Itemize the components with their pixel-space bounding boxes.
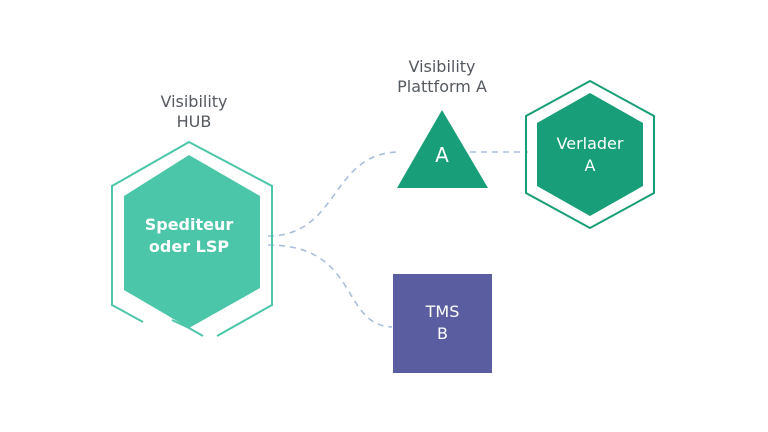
platform-caption: Visibility Plattform A <box>372 57 512 97</box>
tms-node[interactable] <box>393 274 492 373</box>
shipper-text-line2: A <box>584 156 596 175</box>
platform-caption-line2: Plattform A <box>397 77 487 96</box>
hub-caption-line1: Visibility <box>160 92 228 111</box>
shipper-outline <box>525 79 655 230</box>
tms-text: TMS B <box>393 301 492 345</box>
shipper-text: Verlader A <box>540 133 640 177</box>
edge-hub-tms <box>267 244 393 328</box>
hub-node[interactable] <box>124 155 260 328</box>
edge-hub-platform <box>267 151 401 237</box>
platform-node[interactable] <box>397 110 488 188</box>
hub-text: Spediteur oder LSP <box>129 214 249 258</box>
platform-text: A <box>412 143 472 167</box>
hub-text-line2: oder LSP <box>148 237 230 256</box>
platform-caption-line1: Visibility <box>408 57 476 76</box>
hub-caption-line2: HUB <box>176 112 212 131</box>
hub-caption: Visibility HUB <box>134 92 254 132</box>
tms-text-line1: TMS <box>425 302 460 321</box>
tms-text-line2: B <box>437 324 448 343</box>
platform-text-label: A <box>435 143 449 167</box>
hub-text-line1: Spediteur <box>144 215 234 234</box>
shipper-node[interactable] <box>537 93 643 216</box>
shipper-text-line1: Verlader <box>556 134 624 153</box>
